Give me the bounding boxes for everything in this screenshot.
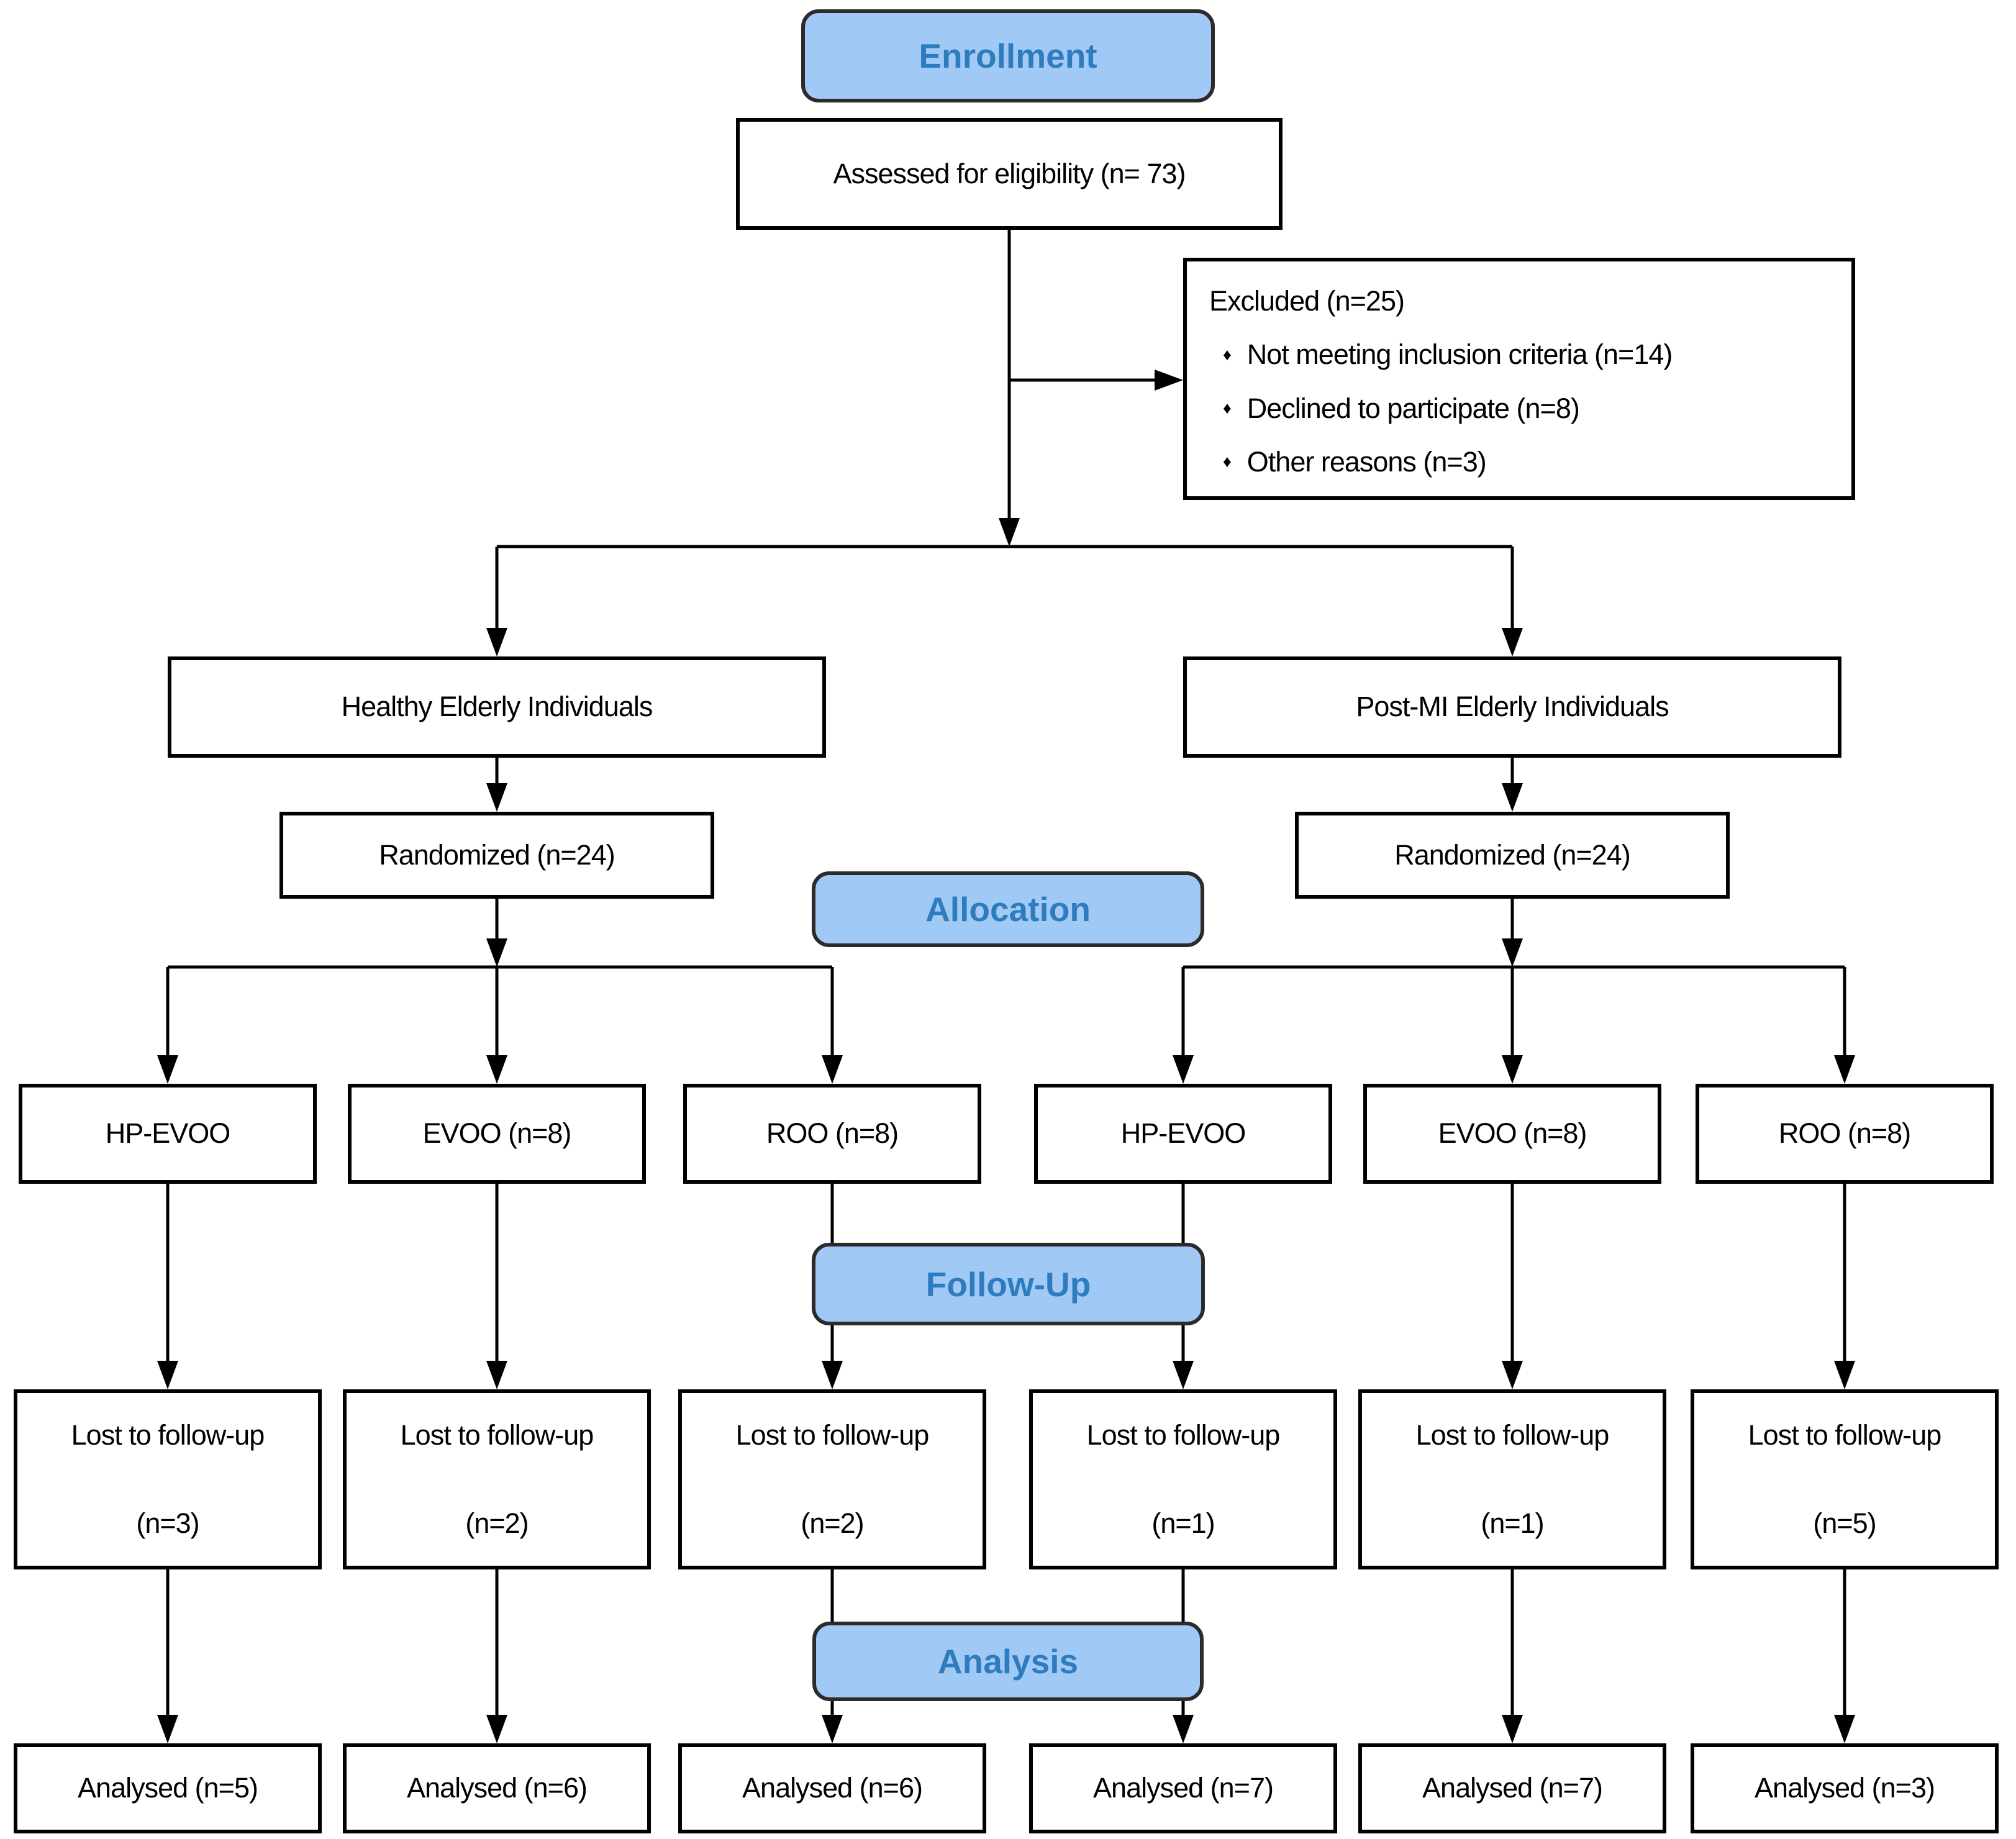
lost-label: Lost to follow-up xyxy=(1415,1419,1610,1451)
arrowhead xyxy=(157,1715,178,1743)
arrowhead xyxy=(999,518,1020,547)
excluded-item-label: Not meeting inclusion criteria (n=14) xyxy=(1246,338,1673,371)
randomized-right-box: Randomized (n=24) xyxy=(1295,812,1730,899)
excluded-item: ♦ Declined to participate (n=8) xyxy=(1209,391,1580,426)
assessed-for-eligibility-box: Assessed for eligibility (n= 73) xyxy=(736,118,1283,230)
analysed-box-6: Analysed (n=3) xyxy=(1691,1743,1999,1833)
randomized-left-box: Randomized (n=24) xyxy=(279,812,714,899)
lost-count: (n=2) xyxy=(465,1507,529,1539)
analysis-badge: Analysis xyxy=(812,1622,1204,1701)
arrowhead xyxy=(1502,938,1523,967)
lost-to-followup-box-6: Lost to follow-up (n=5) xyxy=(1691,1389,1999,1569)
lost-to-followup-box-3: Lost to follow-up (n=2) xyxy=(678,1389,986,1569)
lost-label: Lost to follow-up xyxy=(1748,1419,1942,1451)
arrowhead xyxy=(1173,1361,1194,1389)
healthy-group-box: Healthy Elderly Individuals xyxy=(168,656,826,758)
lost-count: (n=2) xyxy=(801,1507,864,1539)
excluded-item-label: Other reasons (n=3) xyxy=(1246,445,1487,478)
arrowhead xyxy=(822,1715,843,1743)
lost-count: (n=3) xyxy=(136,1507,199,1539)
lost-to-followup-box-1: Lost to follow-up (n=3) xyxy=(14,1389,322,1569)
lost-label: Lost to follow-up xyxy=(400,1419,594,1451)
arrowhead xyxy=(822,1361,843,1389)
lost-label: Lost to follow-up xyxy=(1086,1419,1281,1451)
allocation-box-healthy-hpevoo: HP-EVOO xyxy=(19,1084,317,1184)
lost-to-followup-box-5: Lost to follow-up (n=1) xyxy=(1358,1389,1666,1569)
lost-label: Lost to follow-up xyxy=(735,1419,930,1451)
arrowhead xyxy=(486,628,507,656)
lost-count: (n=1) xyxy=(1481,1507,1544,1539)
excluded-item: ♦ Not meeting inclusion criteria (n=14) xyxy=(1209,337,1673,372)
arrowhead xyxy=(1502,1715,1523,1743)
arrowhead xyxy=(822,1055,843,1084)
allocation-badge: Allocation xyxy=(812,871,1204,947)
allocation-box-healthy-evoo: EVOO (n=8) xyxy=(348,1084,646,1184)
arrowhead xyxy=(486,1361,507,1389)
allocation-box-postmi-hpevoo: HP-EVOO xyxy=(1034,1084,1332,1184)
arrowhead xyxy=(1502,783,1523,812)
arrowhead xyxy=(1834,1361,1855,1389)
analysed-box-4: Analysed (n=7) xyxy=(1029,1743,1337,1833)
arrowhead xyxy=(486,783,507,812)
arrowhead xyxy=(157,1361,178,1389)
lost-to-followup-box-4: Lost to follow-up (n=1) xyxy=(1029,1389,1337,1569)
analysed-box-5: Analysed (n=7) xyxy=(1358,1743,1666,1833)
follow-up-badge: Follow-Up xyxy=(812,1243,1205,1325)
arrowhead xyxy=(1834,1715,1855,1743)
allocation-box-postmi-roo: ROO (n=8) xyxy=(1696,1084,1994,1184)
arrowhead xyxy=(1502,628,1523,656)
arrowhead xyxy=(1155,370,1183,391)
allocation-box-healthy-roo: ROO (n=8) xyxy=(683,1084,981,1184)
analysed-box-2: Analysed (n=6) xyxy=(343,1743,651,1833)
arrowhead xyxy=(1502,1055,1523,1084)
analysed-box-3: Analysed (n=6) xyxy=(678,1743,986,1833)
arrowhead xyxy=(1173,1055,1194,1084)
enrollment-badge: Enrollment xyxy=(801,9,1215,102)
excluded-title: Excluded (n=25) xyxy=(1209,285,1405,317)
bullet-diamond-icon: ♦ xyxy=(1223,399,1232,418)
postmi-group-box: Post-MI Elderly Individuals xyxy=(1183,656,1841,758)
lost-count: (n=1) xyxy=(1151,1507,1215,1539)
lost-count: (n=5) xyxy=(1813,1507,1876,1539)
arrowhead xyxy=(486,938,507,967)
excluded-box: Excluded (n=25) ♦ Not meeting inclusion … xyxy=(1183,258,1855,500)
excluded-item-label: Declined to participate (n=8) xyxy=(1246,392,1580,424)
allocation-box-postmi-evoo: EVOO (n=8) xyxy=(1363,1084,1661,1184)
arrowhead xyxy=(1173,1715,1194,1743)
arrowhead xyxy=(486,1715,507,1743)
arrowhead xyxy=(1502,1361,1523,1389)
lost-label: Lost to follow-up xyxy=(71,1419,265,1451)
bullet-diamond-icon: ♦ xyxy=(1223,345,1232,364)
excluded-item: ♦ Other reasons (n=3) xyxy=(1209,445,1487,479)
lost-to-followup-box-2: Lost to follow-up (n=2) xyxy=(343,1389,651,1569)
analysed-box-1: Analysed (n=5) xyxy=(14,1743,322,1833)
arrowhead xyxy=(157,1055,178,1084)
bullet-diamond-icon: ♦ xyxy=(1223,452,1232,471)
arrowhead xyxy=(1834,1055,1855,1084)
arrowhead xyxy=(486,1055,507,1084)
